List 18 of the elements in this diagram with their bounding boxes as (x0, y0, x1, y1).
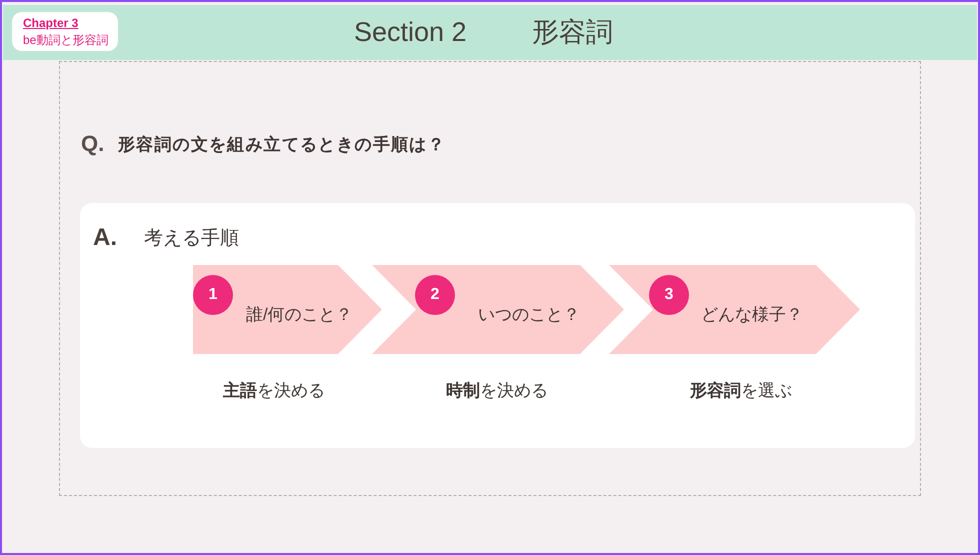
step-label: どんな様子？ (701, 304, 803, 326)
step-label: 誰/何のこと？ (246, 304, 353, 326)
step-label: いつのこと？ (478, 304, 580, 326)
step-caption: 時制を決める (446, 380, 548, 402)
page-title: Section 2 (354, 16, 467, 49)
a-label: A. (93, 223, 117, 253)
chapter-badge (12, 12, 118, 51)
answer-card (80, 203, 915, 448)
chapter-link: Chapter 3 (23, 16, 78, 31)
question-text: 形容詞の文を組み立てるときの手順は？ (118, 134, 446, 156)
q-label: Q. (81, 130, 104, 158)
header-band (3, 5, 977, 60)
step-caption: 主語を決める (223, 380, 325, 402)
page-title: 形容詞 (532, 16, 613, 49)
answer-heading: 考える手順 (144, 227, 239, 251)
chapter-subtitle: be動詞と形容詞 (23, 33, 108, 48)
dashed-frame (59, 61, 921, 496)
step-caption: 形容詞を選ぶ (690, 380, 792, 402)
